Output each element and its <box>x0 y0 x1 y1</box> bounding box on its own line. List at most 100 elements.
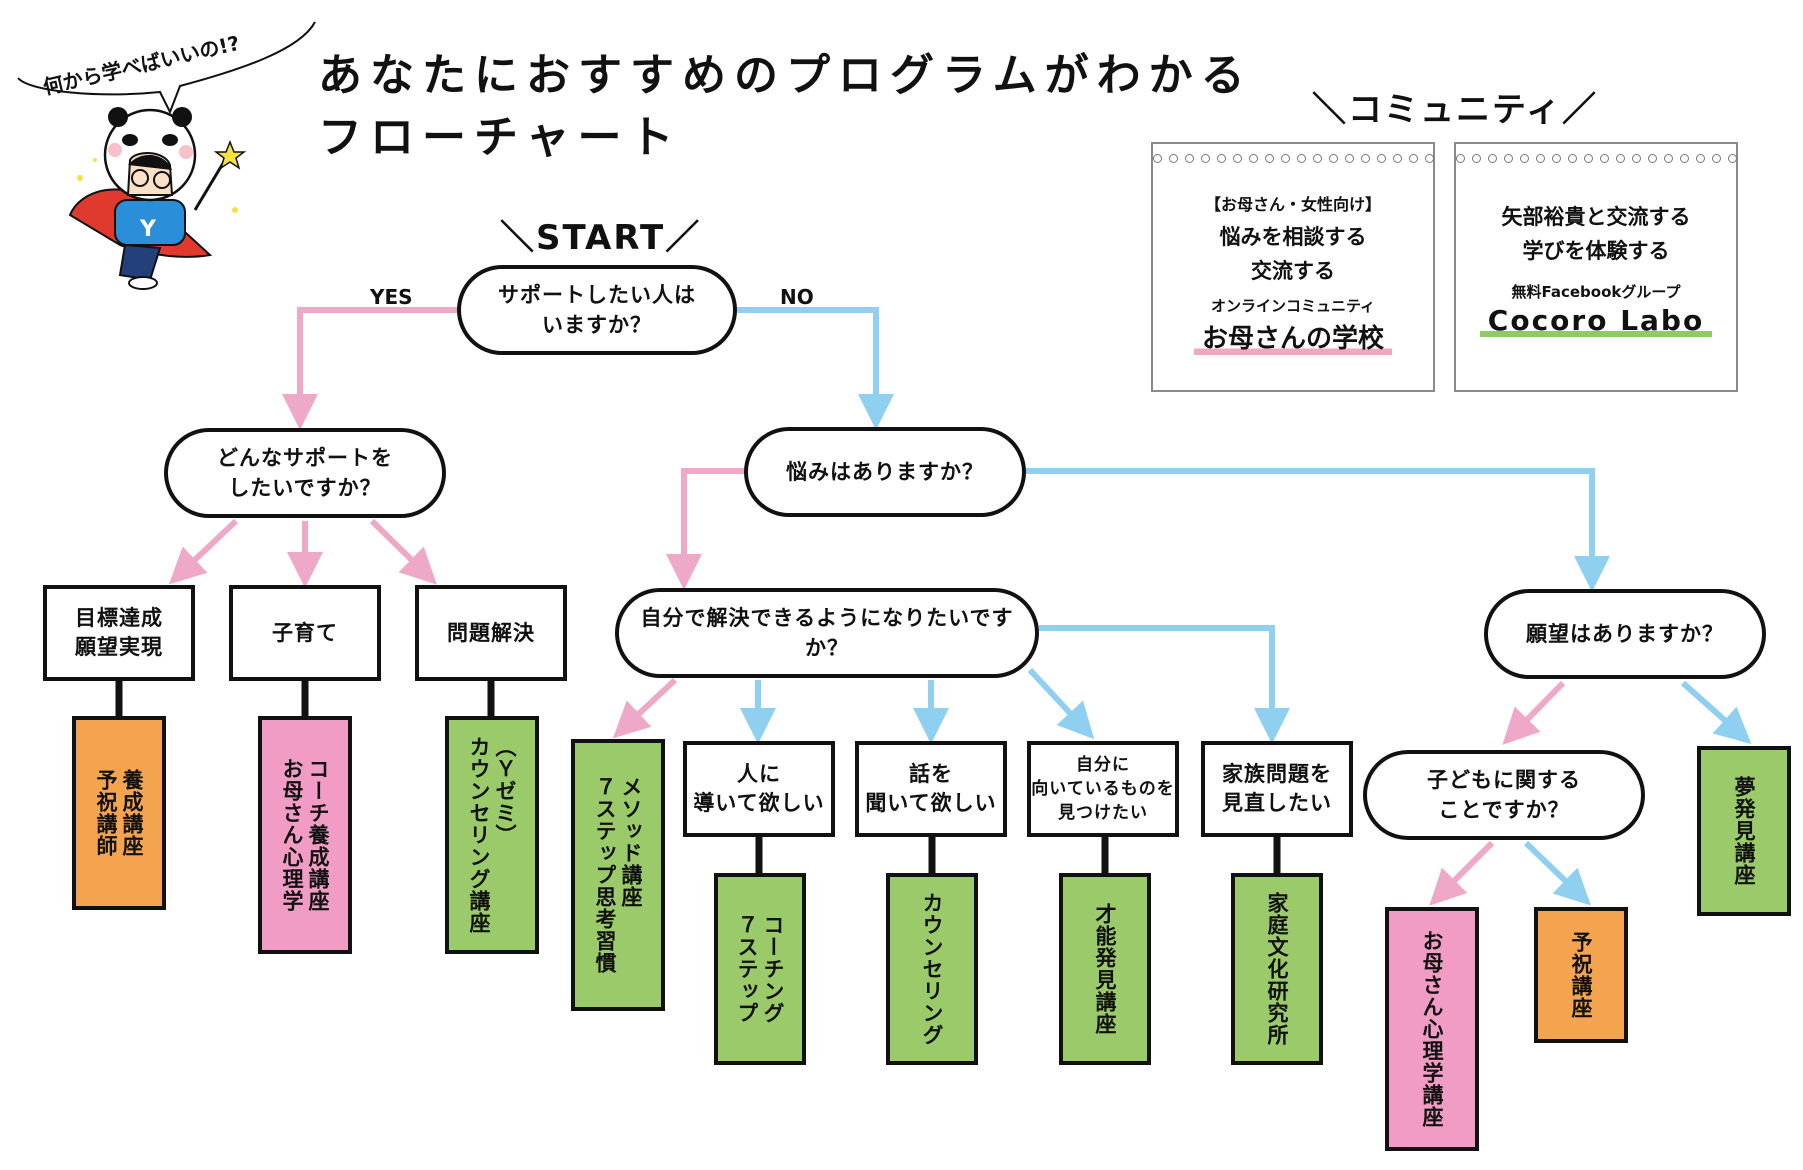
choice-listened[interactable]: 話を 聞いて欲しい <box>855 741 1007 837</box>
result-label: 予祝講座 <box>1569 931 1593 1019</box>
question-wish[interactable]: 願望はありますか？ <box>1484 589 1766 679</box>
ring-icon <box>1535 154 1545 163</box>
arrow-worry-no <box>1026 468 1610 592</box>
choice-problem[interactable]: 問題解決 <box>415 585 567 681</box>
speech-bubble-outline <box>17 21 316 115</box>
ring-icon <box>1200 154 1210 163</box>
ring-icon <box>1248 154 1258 163</box>
result-family-lab[interactable]: 家庭文化研究所 <box>1231 873 1323 1065</box>
ring-icon <box>1328 154 1338 163</box>
arrow-yes-support-type <box>282 307 457 430</box>
arrow-wish-yes <box>1502 680 1566 745</box>
ring-icon <box>1184 154 1194 163</box>
ring-icon <box>1392 154 1402 163</box>
arrow-to-goal <box>168 518 239 585</box>
result-dream[interactable]: 夢発見講座 <box>1697 746 1791 916</box>
question-child[interactable]: 子どもに関する ことですか？ <box>1363 750 1645 840</box>
community-card-line2: 学びを体験する <box>1522 239 1670 263</box>
ring-icon <box>1424 154 1434 163</box>
question-worry[interactable]: 悩みはありますか？ <box>744 427 1026 517</box>
page-title-line1: あなたにおすすめのプログラムがわかる <box>318 50 1253 101</box>
arrow-to-seven-step-method <box>612 677 678 739</box>
arrow-to-find-self <box>1027 667 1095 740</box>
svg-text:Y: Y <box>139 217 157 242</box>
ring-icon <box>1344 154 1354 163</box>
ring-icon <box>1296 154 1306 163</box>
community-card-tag: 【お母さん・女性向け】 <box>1204 195 1381 214</box>
ring-icon <box>1503 154 1513 163</box>
arrow-wish-no <box>1681 680 1752 744</box>
ring-icon <box>1647 154 1657 163</box>
ring-icon <box>1583 154 1593 163</box>
ring-icon <box>1376 154 1386 163</box>
ring-icon <box>1567 154 1577 163</box>
ring-icon <box>1216 154 1226 163</box>
result-yoshuku-instructor[interactable]: 養成講座 予祝講師 <box>72 716 166 910</box>
ring-icon <box>1152 154 1162 163</box>
choice-guided[interactable]: 人に 導いて欲しい <box>683 741 835 837</box>
result-seven-step-coaching[interactable]: コーチング ７ステップ <box>714 873 806 1065</box>
community-card-sub: 無料Facebookグループ <box>1511 283 1681 301</box>
start-label: ＼START／ <box>500 218 702 258</box>
result-counseling[interactable]: カウンセリング <box>886 873 978 1065</box>
arrow-child-yes <box>1429 840 1495 906</box>
result-label: お母さん心理学講座 <box>1420 930 1444 1128</box>
ring-icon <box>1599 154 1609 163</box>
arrow-child-no <box>1523 840 1591 906</box>
choice-family[interactable]: 家族問題を 見直したい <box>1201 741 1353 837</box>
ring-icon <box>1232 154 1242 163</box>
notepad-rings <box>1455 154 1737 163</box>
result-label: コーチング ７ステップ <box>735 914 785 1024</box>
result-seven-step-method[interactable]: メソッド講座 ７ステップ思考習慣 <box>571 739 665 1011</box>
choice-goal[interactable]: 目標達成 願望実現 <box>43 585 195 681</box>
ring-icon <box>1280 154 1290 163</box>
ring-icon <box>1471 154 1481 163</box>
result-talent[interactable]: 才能発見講座 <box>1059 873 1151 1065</box>
ring-icon <box>1663 154 1673 163</box>
result-yoshuku[interactable]: 予祝講座 <box>1534 907 1628 1043</box>
community-heading: ＼コミュニティ／ <box>1312 90 1598 130</box>
community-card-line1: 悩みを相談する <box>1219 225 1367 249</box>
arrow-no-worry <box>737 307 894 430</box>
result-label: 才能発見講座 <box>1093 903 1117 1035</box>
ring-icon <box>1455 154 1465 163</box>
arrow-to-problem <box>369 518 437 585</box>
question-support-type[interactable]: どんなサポートを したいですか？ <box>164 428 446 518</box>
arrow-worry-yes <box>666 468 744 590</box>
ring-icon <box>1487 154 1497 163</box>
ring-icon <box>1679 154 1689 163</box>
result-mother-coach[interactable]: コーチ養成講座 お母さん心理学 <box>258 716 352 954</box>
ring-icon <box>1168 154 1178 163</box>
ring-icon <box>1408 154 1418 163</box>
arrow-to-family <box>1039 625 1290 744</box>
result-label: 家庭文化研究所 <box>1265 892 1289 1046</box>
result-counseling-course[interactable]: （Ｙゼミ） カウンセリング講座 <box>445 716 539 954</box>
question-support-someone[interactable]: サポートしたい人は いますか？ <box>457 265 737 355</box>
ring-icon <box>1312 154 1322 163</box>
ring-icon <box>1519 154 1529 163</box>
community-card-name[interactable]: Cocoro Labo <box>1479 304 1713 337</box>
community-card-cocoro-labo[interactable]: 矢部裕貴と交流する 学びを体験する 無料Facebookグループ Cocoro … <box>1454 142 1738 392</box>
community-card-line2: 交流する <box>1251 259 1335 283</box>
result-label: コーチ養成講座 お母さん心理学 <box>280 758 330 912</box>
ring-icon <box>1695 154 1705 163</box>
yes-label: YES <box>370 285 413 309</box>
no-label: NO <box>780 285 814 309</box>
community-card-name[interactable]: お母さんの学校 <box>1193 318 1392 355</box>
question-self-solve[interactable]: 自分で解決できるようになりたいですか？ <box>615 588 1039 678</box>
result-mother-psych[interactable]: お母さん心理学講座 <box>1385 907 1479 1151</box>
community-card-sub: オンラインコミュニティ <box>1210 297 1376 315</box>
choice-find-self[interactable]: 自分に 向いているものを 見つけたい <box>1027 741 1179 837</box>
result-label: （Ｙゼミ） カウンセリング講座 <box>467 736 517 934</box>
notepad-rings <box>1152 154 1434 163</box>
result-label: メソッド講座 ７ステップ思考習慣 <box>593 776 643 974</box>
result-label: 夢発見講座 <box>1732 776 1756 886</box>
result-label: 養成講座 予祝講師 <box>94 769 144 857</box>
ring-icon <box>1360 154 1370 163</box>
mascot-illustration: Y <box>68 107 247 290</box>
ring-icon <box>1615 154 1625 163</box>
choice-parenting[interactable]: 子育て <box>229 585 381 681</box>
community-card-mothers-school[interactable]: 【お母さん・女性向け】 悩みを相談する 交流する オンラインコミュニティ お母さ… <box>1151 142 1435 392</box>
ring-icon <box>1551 154 1561 163</box>
